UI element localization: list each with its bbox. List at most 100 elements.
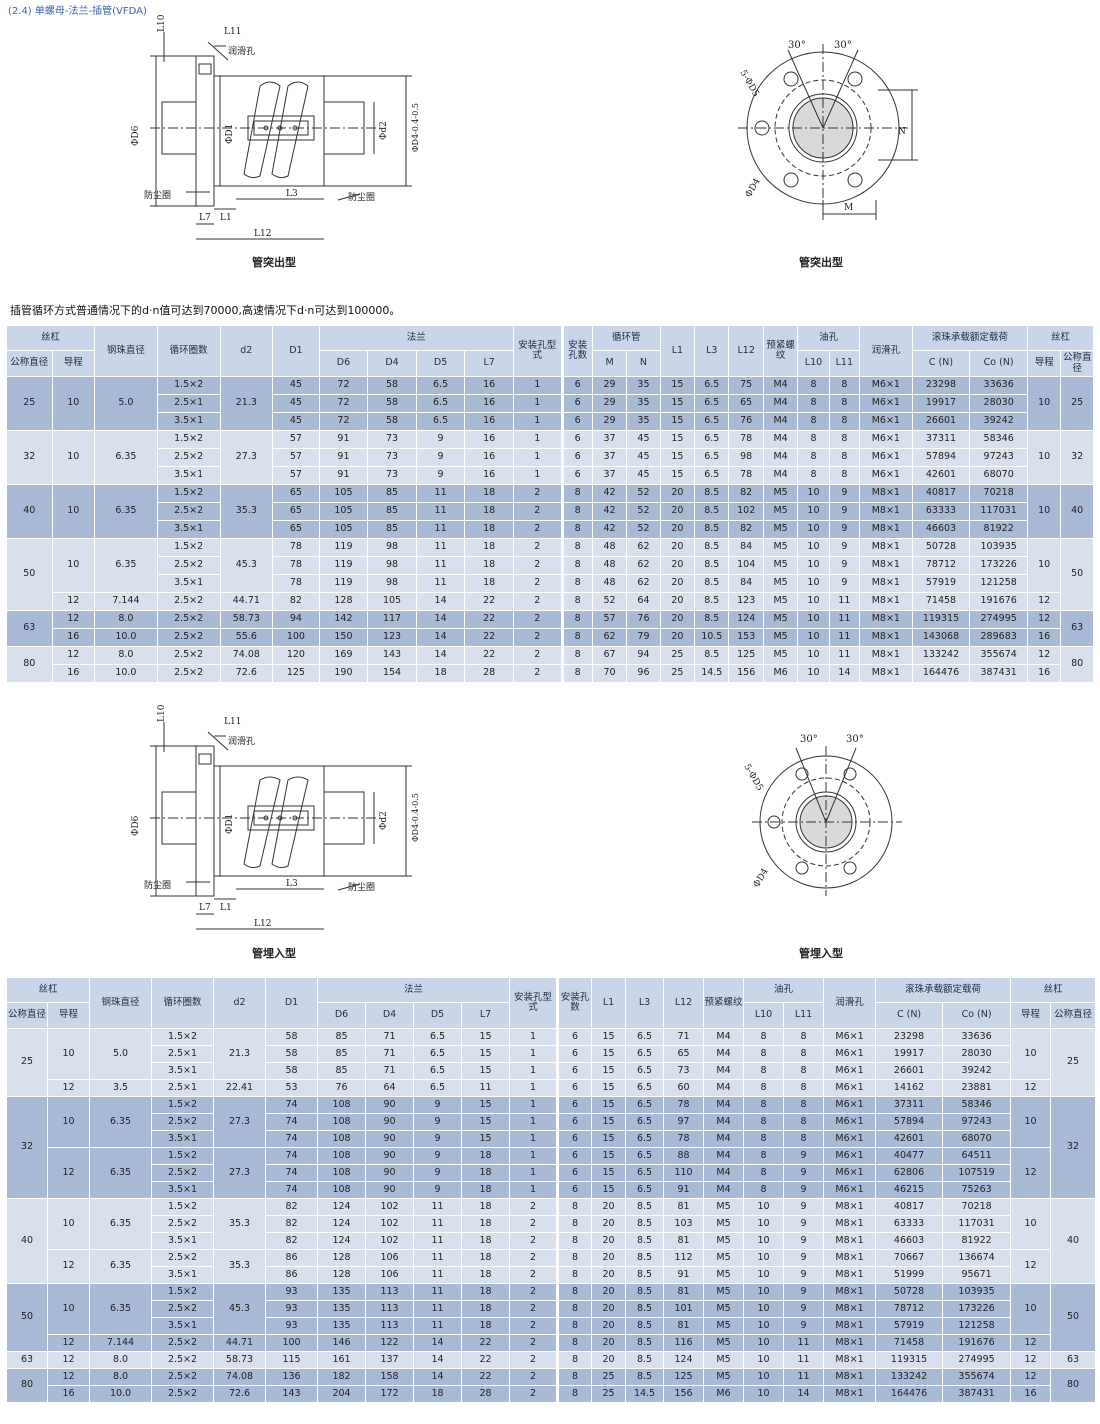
table-cell: 20 xyxy=(659,484,696,503)
table-cell: 52 xyxy=(591,592,628,611)
th-ball-diameter: 钢珠直径 xyxy=(94,325,158,377)
table-cell: 29 xyxy=(591,394,628,413)
table-cell: 8 xyxy=(556,1351,593,1369)
table-cell: 58346 xyxy=(969,430,1028,449)
table-cell: M6×1 xyxy=(859,394,913,413)
table-cell: 100 xyxy=(265,1334,319,1352)
table-cell: 22 xyxy=(464,592,514,611)
table-cell: M8×1 xyxy=(823,1300,877,1318)
table-cell: 90 xyxy=(365,1181,415,1199)
table-cell: 6 xyxy=(556,1113,593,1131)
table-cell: M8×1 xyxy=(823,1198,877,1216)
th-l1: L1 xyxy=(591,977,627,1029)
table-cell: 10 xyxy=(797,664,830,683)
table-cell: 143 xyxy=(367,646,417,665)
table-cell: 74.08 xyxy=(219,646,274,665)
table-cell: 98 xyxy=(367,556,417,575)
table-cell: 8 xyxy=(797,466,830,485)
table-cell: 11 xyxy=(413,1317,463,1335)
table-cell: 204 xyxy=(317,1385,367,1403)
label-l10: L10 xyxy=(157,704,167,722)
table-cell: 3.5×1 xyxy=(156,412,221,431)
table-cell: 93 xyxy=(265,1283,319,1301)
table-cell: 125 xyxy=(663,1368,705,1386)
table-cell: 6 xyxy=(560,466,593,485)
table-cell: 78 xyxy=(728,466,764,485)
table-cell: 46603 xyxy=(875,1232,944,1250)
table-cell: 45.3 xyxy=(213,1283,267,1335)
table-cell: 9 xyxy=(413,1147,463,1165)
table-cell: 37311 xyxy=(911,430,971,449)
table-cell: 55.6 xyxy=(219,628,274,647)
th-lube-hole: 润滑孔 xyxy=(859,325,913,377)
table-cell: 58 xyxy=(367,412,417,431)
table-cell: 8.0 xyxy=(89,1351,153,1369)
table-cell: 355674 xyxy=(942,1368,1012,1386)
table-cell: M8×1 xyxy=(859,502,913,521)
table-cell: M6×1 xyxy=(823,1164,877,1182)
table-cell: 11 xyxy=(415,502,466,521)
table-cell: 51999 xyxy=(875,1266,944,1284)
table-cell: 119 xyxy=(318,538,369,557)
th-screw-right: 丝杠 xyxy=(1010,977,1097,1003)
th-c: C (N) xyxy=(875,1002,944,1029)
table-cell: 18 xyxy=(461,1164,511,1182)
table-cell: 12 xyxy=(1026,646,1062,665)
caption-side-view-top: 管突出型 xyxy=(252,256,296,269)
table-cell: M4 xyxy=(703,1028,745,1046)
th-ball-diameter: 钢珠直径 xyxy=(89,977,153,1029)
table-cell: 1.5×2 xyxy=(151,1028,215,1046)
table-cell: M5 xyxy=(762,574,799,593)
table-cell: 6.35 xyxy=(94,484,158,539)
table-cell: 137 xyxy=(365,1351,415,1369)
table-cell: 76 xyxy=(317,1079,367,1097)
label-l3: L3 xyxy=(286,189,298,199)
table-cell: 6.5 xyxy=(625,1147,665,1165)
table-cell: M8×1 xyxy=(823,1249,877,1267)
label-angle-30-left: 30° xyxy=(788,40,806,51)
table-cell: 15 xyxy=(659,466,696,485)
table-cell: 72.6 xyxy=(219,664,274,683)
label-d4: ΦD4 xyxy=(752,867,771,890)
table-cell: 9 xyxy=(783,1300,825,1318)
table-cell: 72 xyxy=(318,412,369,431)
table-cell: 8 xyxy=(560,646,593,665)
table-cell: 22 xyxy=(464,628,514,647)
th-d4: D4 xyxy=(367,350,417,377)
table-cell: 7.144 xyxy=(89,1334,153,1352)
table-cell: 20 xyxy=(591,1266,627,1284)
table-cell: 6.5 xyxy=(625,1096,665,1114)
table-cell: 146 xyxy=(317,1334,367,1352)
th-lead: 导程 xyxy=(51,350,96,377)
table-cell: 91 xyxy=(663,1181,705,1199)
table-cell: 8 xyxy=(783,1045,825,1063)
table-cell: 6 xyxy=(556,1147,593,1165)
table-cell: 15 xyxy=(591,1062,627,1080)
table-cell: 42 xyxy=(591,484,628,503)
table-cell: 9 xyxy=(783,1181,825,1199)
table-cell: 9 xyxy=(413,1164,463,1182)
table-cell: 15 xyxy=(591,1130,627,1148)
table-cell: 10 xyxy=(797,520,830,539)
label-l1: L1 xyxy=(220,213,232,223)
label-d1: ΦD1 xyxy=(225,814,235,834)
table-cell: 387431 xyxy=(942,1385,1012,1403)
table-cell: 58 xyxy=(265,1062,319,1080)
table-cell: M8×1 xyxy=(859,628,913,647)
table-cell: M8×1 xyxy=(823,1368,877,1386)
table-cell: M8×1 xyxy=(859,556,913,575)
table-cell: 91 xyxy=(318,430,369,449)
table-cell: 85 xyxy=(317,1062,367,1080)
th-flange: 法兰 xyxy=(317,977,511,1003)
table-cell: 48 xyxy=(591,538,628,557)
table-cell: 18 xyxy=(464,538,514,557)
table-cell: 2.5×2 xyxy=(151,1215,215,1233)
table-cell: 35.3 xyxy=(219,484,274,539)
table-cell: 15 xyxy=(659,448,696,467)
table-cell: 6.5 xyxy=(694,412,730,431)
